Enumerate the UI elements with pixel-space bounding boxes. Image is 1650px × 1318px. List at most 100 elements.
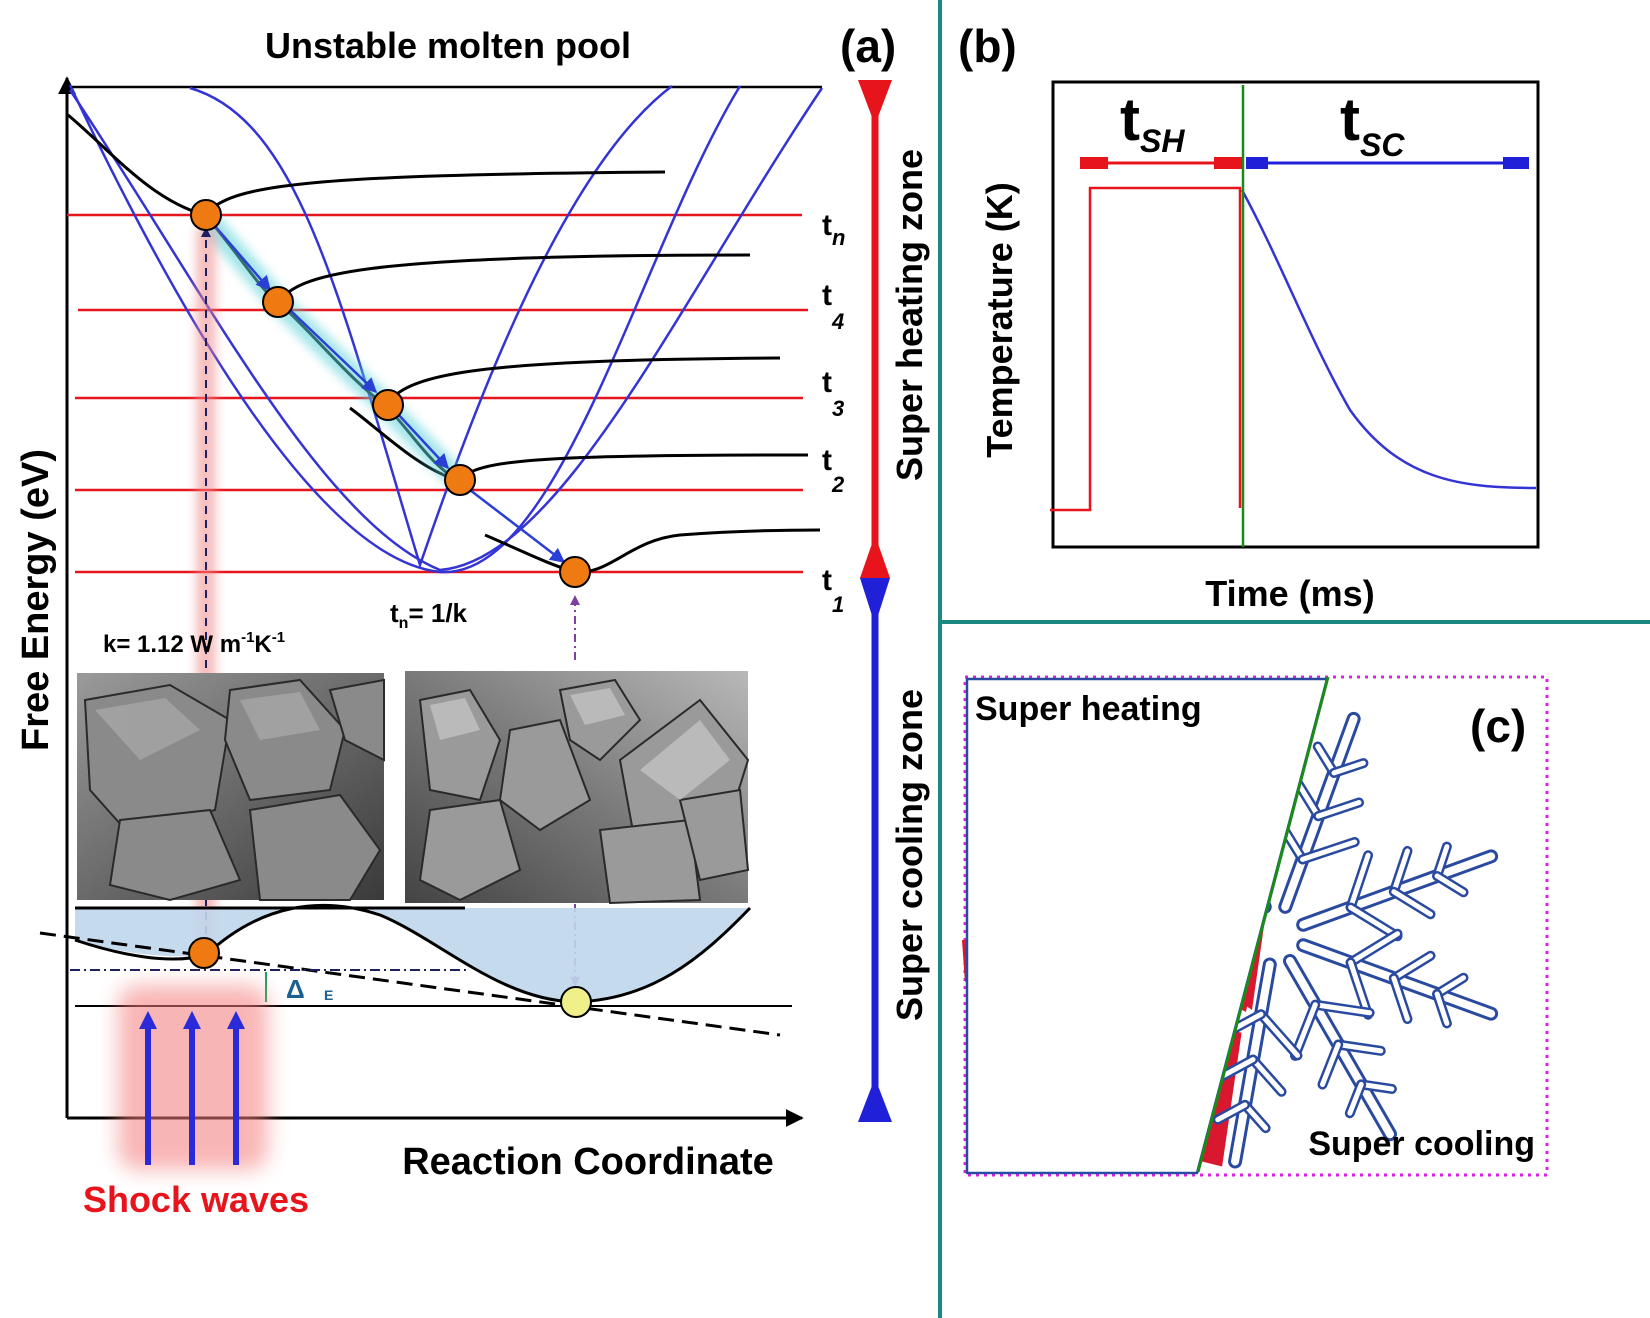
curve-tn-tail — [203, 170, 666, 216]
conductivity-exp1: -1 — [241, 629, 254, 646]
label-t3-base: t — [822, 366, 832, 399]
conductivity-mid: K — [254, 631, 272, 658]
dot-tn — [190, 199, 222, 231]
shock-arrows — [139, 1011, 245, 1165]
blue-parabolas — [68, 84, 824, 574]
snowflake-icon — [965, 677, 1499, 1175]
label-t3-sub: 3 — [832, 396, 844, 421]
snowflake-branch-inner — [1315, 743, 1337, 776]
panel-a-label: (a) — [840, 20, 896, 72]
snowflake-branch-inner — [1391, 848, 1410, 895]
label-tn: tn — [822, 209, 845, 250]
state-dots — [190, 199, 591, 588]
cooling-profile — [1240, 189, 1537, 490]
snowflake-branch-inner — [1434, 844, 1450, 879]
snowflake-branch-inner — [1319, 1042, 1341, 1088]
snowflake-branch-inner — [1242, 1102, 1269, 1131]
bottom-dashed-slope — [39, 931, 781, 1037]
tsc-base: t — [1340, 86, 1360, 153]
label-tn-base: t — [822, 209, 832, 242]
zone-heating-label: Super heating zone — [889, 149, 930, 481]
label-t4: t4 — [822, 279, 844, 334]
tn-formula-sub: n — [399, 615, 409, 632]
tsh-base: t — [1120, 86, 1140, 153]
zone-cooling-label: Super cooling zone — [889, 689, 930, 1021]
zone-marker-mid-blue — [860, 578, 890, 625]
label-tn-sub: n — [832, 225, 845, 250]
arrow-t3-t2 — [395, 411, 450, 470]
tn-formula-rest: = 1/k — [408, 598, 467, 628]
plot-frame-b — [1051, 80, 1540, 549]
label-t2-sub: 2 — [831, 472, 845, 497]
parabola-outer-left — [68, 84, 742, 574]
snowflake-branch-inner — [1315, 800, 1362, 819]
y-axis-label-b: Temperature (K) — [979, 182, 1020, 457]
panel-c-heating: Super heating — [975, 690, 1202, 728]
snowflake-branch-inner — [1258, 1011, 1301, 1058]
tsc-cap-right — [1503, 157, 1529, 169]
snowflake-branch-inner — [1348, 960, 1371, 1018]
panel-c-label: (c) — [1470, 700, 1526, 752]
tsc-sub: SC — [1360, 127, 1405, 163]
heating-profile — [1050, 186, 1242, 512]
tn-formula-base: t — [390, 598, 399, 628]
panel-c-separator — [1196, 676, 1330, 1173]
label-t1-base: t — [822, 564, 832, 597]
arrow-tn-t4 — [213, 224, 271, 292]
black-curves — [67, 113, 821, 574]
snowflake-branch-inner — [1358, 1081, 1395, 1092]
snowflake-branch-inner — [1347, 1081, 1364, 1116]
tsc-label: tSC — [1340, 86, 1405, 163]
transition-arrows — [213, 224, 566, 563]
label-t2-base: t — [822, 444, 832, 477]
panel-a — [39, 76, 892, 1170]
panel-c — [962, 675, 1549, 1177]
conductivity-label: k= 1.12 W m-1K-1 — [103, 629, 285, 658]
panel-c-cooling: Super cooling — [1308, 1125, 1535, 1163]
tn-formula: tn= 1/k — [390, 598, 468, 632]
parabola-outer-right — [68, 87, 824, 572]
x-axis-label-b: Time (ms) — [1205, 573, 1374, 614]
conductivity-prefix: k= 1.12 W m — [103, 631, 241, 658]
panel-c-border — [963, 675, 1549, 1177]
tsc-cap-left — [1246, 157, 1268, 169]
zone-marker-mid-red — [860, 535, 890, 578]
tsh-sub: SH — [1140, 123, 1185, 159]
snowflake-branch-inner — [1434, 975, 1467, 997]
tsh-label: tSH — [1120, 86, 1185, 159]
curve-t2-tail — [456, 453, 809, 482]
curve-t4-tail — [276, 253, 751, 303]
arrow-t4-t3 — [289, 309, 378, 394]
snowflake-branch-inner — [1331, 760, 1366, 776]
shock-waves-label: Shock waves — [83, 1179, 309, 1220]
dot-t3 — [372, 389, 404, 421]
sem-image-left — [77, 673, 385, 902]
dot-t4 — [262, 286, 294, 318]
dot-t2 — [444, 464, 476, 496]
snowflake-branch-inner — [1292, 1002, 1318, 1059]
panel-a-title: Unstable molten pool — [265, 25, 631, 66]
snowflake-branch-inner — [1215, 1102, 1248, 1123]
snowflake-branch-inner — [1348, 904, 1401, 939]
tsh-cap-right — [1214, 157, 1242, 169]
snowflake-branch-inner — [1434, 991, 1450, 1026]
snowflake-branch-inner — [1312, 1002, 1373, 1016]
molten-pool-fill — [75, 905, 750, 1002]
label-t3: t3 — [822, 366, 844, 421]
snowflake-branch-inner — [1391, 953, 1434, 981]
conductivity-exp2: -1 — [272, 629, 285, 646]
zone-marker-top — [858, 80, 892, 125]
bottom-potential-curve — [74, 903, 752, 1004]
parabola-inner — [189, 85, 673, 570]
reaction-path-glow — [201, 214, 466, 488]
dot-bottom-yellow — [560, 986, 592, 1018]
snowflake-branch-inner — [1348, 852, 1371, 910]
arrow-t2-t1 — [469, 489, 566, 563]
sem-image-right — [405, 671, 750, 905]
panel-b-label: (b) — [958, 20, 1017, 72]
label-t2: t2 — [822, 444, 845, 497]
curve-t1 — [484, 528, 821, 574]
snowflake-clip-mask — [965, 677, 1329, 1175]
snowflake-branch-inner — [1250, 1057, 1285, 1095]
